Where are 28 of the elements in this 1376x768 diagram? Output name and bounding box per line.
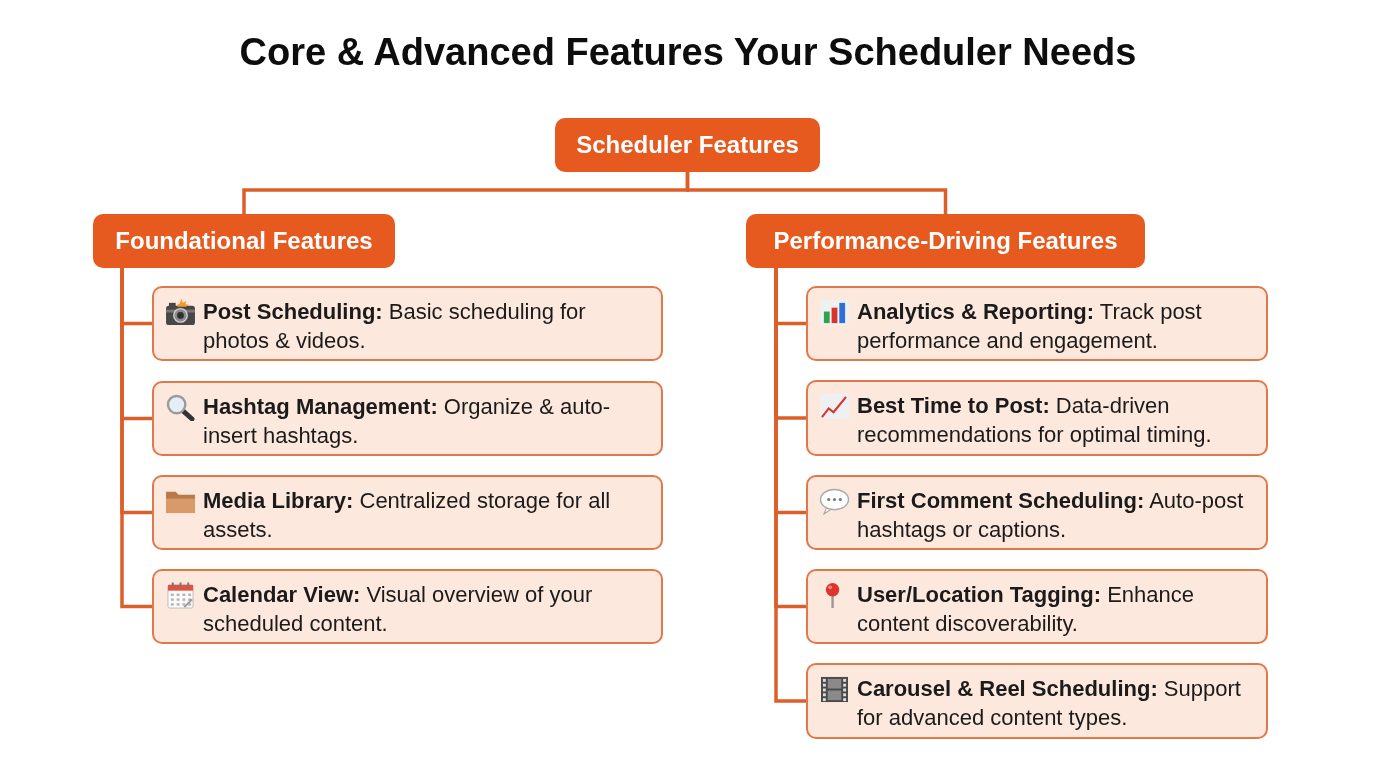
feature-card <box>806 475 1268 550</box>
feature-card <box>152 569 663 644</box>
feature-text: Best Time to Post: Data-driven recommendations for optimal timing. <box>857 392 1213 449</box>
category-label: Foundational Features <box>115 226 373 256</box>
feature-text: Calendar View: Visual overview of your scheduled content. <box>203 581 594 638</box>
connector-line <box>774 268 806 703</box>
category-label: Performance-Driving Features <box>773 226 1118 256</box>
root-box <box>555 118 820 172</box>
category-box <box>93 214 395 268</box>
diagram-title: Core & Advanced Features Your Scheduler Needs <box>239 30 1137 74</box>
feature-text: Media Library: Centralized storage for all assets. <box>203 487 612 544</box>
connector-line <box>685 172 948 214</box>
feature-card <box>806 286 1268 361</box>
category-box <box>746 214 1145 268</box>
feature-card <box>152 381 663 456</box>
feature-text: First Comment Scheduling: Auto-post hashtags or captions. <box>857 487 1245 544</box>
feature-card <box>806 569 1268 644</box>
root-label: Scheduler Features <box>576 130 799 160</box>
feature-text: Carousel & Reel Scheduling: Support for advanced content types. <box>857 675 1242 732</box>
connector-line <box>120 268 152 609</box>
feature-card <box>152 475 663 550</box>
feature-card <box>806 380 1268 456</box>
feature-text: User/Location Tagging: Enhance content discoverability. <box>857 581 1195 638</box>
feature-card <box>152 286 663 361</box>
feature-text: Analytics & Reporting: Track post performance and engagement. <box>857 298 1203 355</box>
feature-text: Post Scheduling: Basic scheduling for photos & videos. <box>203 298 587 355</box>
feature-card <box>806 663 1268 739</box>
feature-text: Hashtag Management: Organize & auto-insert hashtags. <box>203 393 612 450</box>
